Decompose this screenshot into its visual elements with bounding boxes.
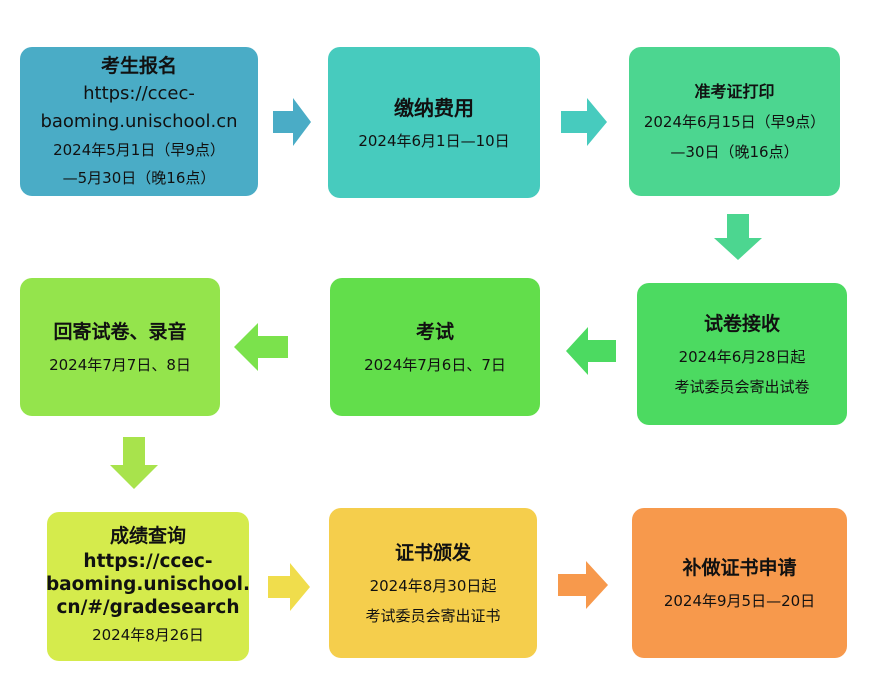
step-title: 考试 [415,321,454,343]
step-date-line-1: 2024年6月28日起 [678,348,806,366]
step-score-query: 成绩查询 https://ccec- baoming.unischool. cn… [45,512,251,661]
arrow-down-icon [714,214,762,260]
step-pay-fees: 缴纳费用 2024年6月1日—10日 [328,47,540,198]
step-register: 考生报名 https://ccec- baoming.unischool.cn … [20,47,258,196]
step-title: 补做证书申请 [682,557,797,579]
register-url-line-1[interactable]: https://ccec- [83,82,195,104]
step-exam: 考试 2024年7月6日、7日 [330,278,540,416]
arrow-down-icon [110,437,158,489]
step-date-line-1: 2024年7月6日、7日 [364,356,506,374]
step-date-line-2: —5月30日（晚16点） [62,168,216,187]
step-title: 试卷接收 [703,313,780,335]
step-title: 成绩查询 [109,525,186,547]
step-title: 缴纳费用 [394,95,474,120]
step-date-line-2: 考试委员会寄出试卷 [674,378,810,396]
step-date-line-2: 考试委员会寄出证书 [365,607,501,625]
arrow-right-icon [268,563,310,611]
score-url-line-1[interactable]: https://ccec- [83,551,213,572]
step-title: 回寄试卷、录音 [53,321,187,343]
step-date-line-1: 2024年6月15日（早9点） [643,112,826,131]
arrow-right-icon [273,98,311,146]
step-certificate-reapply: 补做证书申请 2024年9月5日—20日 [632,508,847,658]
step-title: 准考证打印 [694,81,775,101]
step-date-line-1: 2024年7月7日、8日 [49,356,191,374]
step-title: 考生报名 [100,54,177,77]
arrow-right-icon [558,561,608,609]
arrow-left-icon [566,327,616,375]
step-certificate-issue: 证书颁发 2024年8月30日起 考试委员会寄出证书 [329,508,537,658]
step-date-line-1: 2024年9月5日—20日 [663,592,816,610]
arrow-right-icon [561,98,607,146]
step-receive-papers: 试卷接收 2024年6月28日起 考试委员会寄出试卷 [637,283,847,425]
register-url-line-2[interactable]: baoming.unischool.cn [40,110,238,132]
step-title: 证书颁发 [394,542,471,564]
step-return-papers-recordings: 回寄试卷、录音 2024年7月7日、8日 [20,278,220,416]
score-url-line-3[interactable]: cn/#/gradesearch [56,597,240,618]
step-date-line-2: —30日（晚16点） [670,142,799,161]
step-print-admission-ticket: 准考证打印 2024年6月15日（早9点） —30日（晚16点） [629,47,840,196]
step-date-line-1: 2024年5月1日（早9点） [53,140,225,159]
step-date-line-1: 2024年6月1日—10日 [358,131,510,150]
step-date-line-1: 2024年8月26日 [92,626,204,644]
score-url-line-2[interactable]: baoming.unischool. [45,574,251,595]
arrow-left-icon [234,323,288,371]
step-date-line-1: 2024年8月30日起 [369,577,497,595]
